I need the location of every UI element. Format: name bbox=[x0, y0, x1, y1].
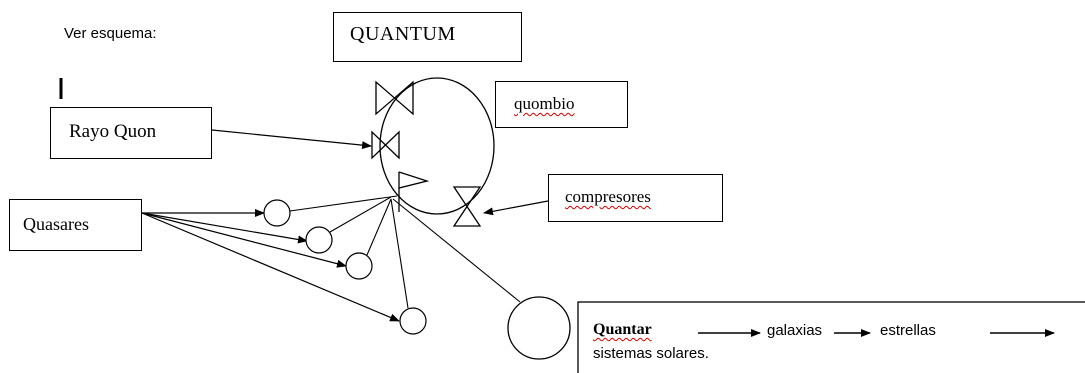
compressor-valve-icon bbox=[452, 186, 482, 227]
rayo-quon-box: Rayo Quon bbox=[50, 107, 212, 159]
node-circle-4 bbox=[399, 307, 427, 335]
inlet-valve-icon bbox=[371, 130, 400, 160]
node-circle-1 bbox=[263, 199, 291, 227]
quasar-arrows bbox=[141, 209, 400, 322]
quantar-line2: sistemas solares. bbox=[593, 345, 709, 362]
compresores-label: compresores bbox=[565, 187, 651, 206]
quantar-title: Quantar bbox=[593, 321, 652, 338]
intro-text: Ver esquema: bbox=[64, 25, 157, 42]
quantar-step-galaxias: galaxias bbox=[767, 322, 823, 339]
rayo-quon-arrow bbox=[211, 129, 372, 150]
quasares-box: Quasares bbox=[9, 199, 142, 251]
quombio-box: quombio bbox=[495, 81, 628, 128]
quantum-box: QUANTUM bbox=[333, 12, 522, 62]
quantum-chamber bbox=[379, 77, 495, 215]
quantar-circle bbox=[507, 296, 571, 360]
node-circle-3 bbox=[345, 252, 373, 280]
quombio-label: quombio bbox=[514, 94, 575, 113]
top-valve-icon bbox=[375, 80, 414, 116]
quantum-label: QUANTUM bbox=[350, 23, 456, 45]
compresores-arrow bbox=[483, 200, 549, 216]
node-circle-2 bbox=[305, 226, 333, 254]
convergence-lines bbox=[289, 195, 521, 309]
quantar-step-estrellas: estrellas bbox=[880, 322, 936, 339]
quantar-box bbox=[577, 301, 1085, 373]
compresores-box: compresores bbox=[548, 174, 723, 222]
outlet-valve-icon bbox=[398, 171, 430, 212]
rayo-quon-text: Rayo Quon bbox=[69, 121, 157, 142]
rayo-quon-label: Rayo Quon bbox=[69, 121, 156, 143]
quasares-label: Quasares bbox=[23, 214, 89, 234]
